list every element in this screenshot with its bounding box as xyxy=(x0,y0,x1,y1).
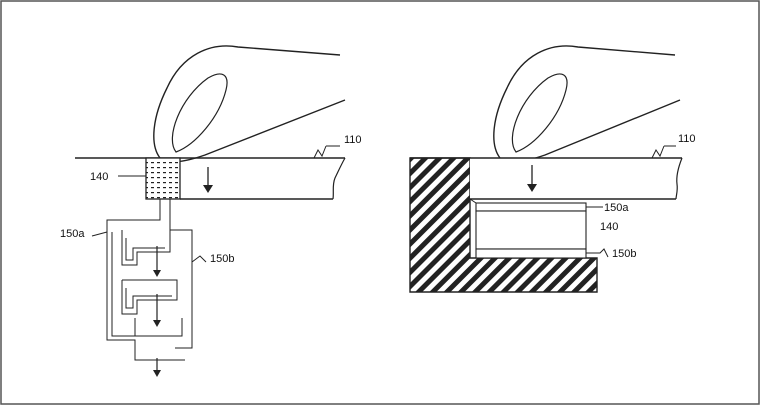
cover-layer-110-right xyxy=(410,145,683,200)
right-diagram: 110 150a 140 150b xyxy=(409,45,696,293)
leader-150b-right xyxy=(586,248,609,258)
label-110-right: 110 xyxy=(678,133,696,145)
sensor-140-right xyxy=(475,210,587,250)
electrode-150a-right xyxy=(475,202,587,212)
finger-right xyxy=(493,45,681,163)
label-140-left: 140 xyxy=(90,171,108,183)
current-arrows xyxy=(153,246,161,377)
pressure-arrow-right xyxy=(527,165,537,192)
sensor-stack-right xyxy=(469,198,587,259)
interdigitated-electrodes xyxy=(106,199,193,361)
leader-150b-left xyxy=(191,255,207,263)
sensor-140-left xyxy=(145,157,181,200)
label-150a-right: 150a xyxy=(604,202,629,214)
pressure-arrow-left xyxy=(203,167,213,193)
label-140-right: 140 xyxy=(600,221,618,233)
label-110-left: 110 xyxy=(344,134,362,146)
finger-left xyxy=(153,45,346,163)
left-diagram: 110 140 xyxy=(60,45,362,377)
label-150b-left: 150b xyxy=(210,253,234,265)
leader-150a-left xyxy=(91,231,108,237)
label-150b-right: 150b xyxy=(612,248,636,260)
label-150a-left: 150a xyxy=(60,228,85,240)
electrode-150b-right xyxy=(475,248,587,259)
cover-layer-110-left xyxy=(75,145,346,200)
